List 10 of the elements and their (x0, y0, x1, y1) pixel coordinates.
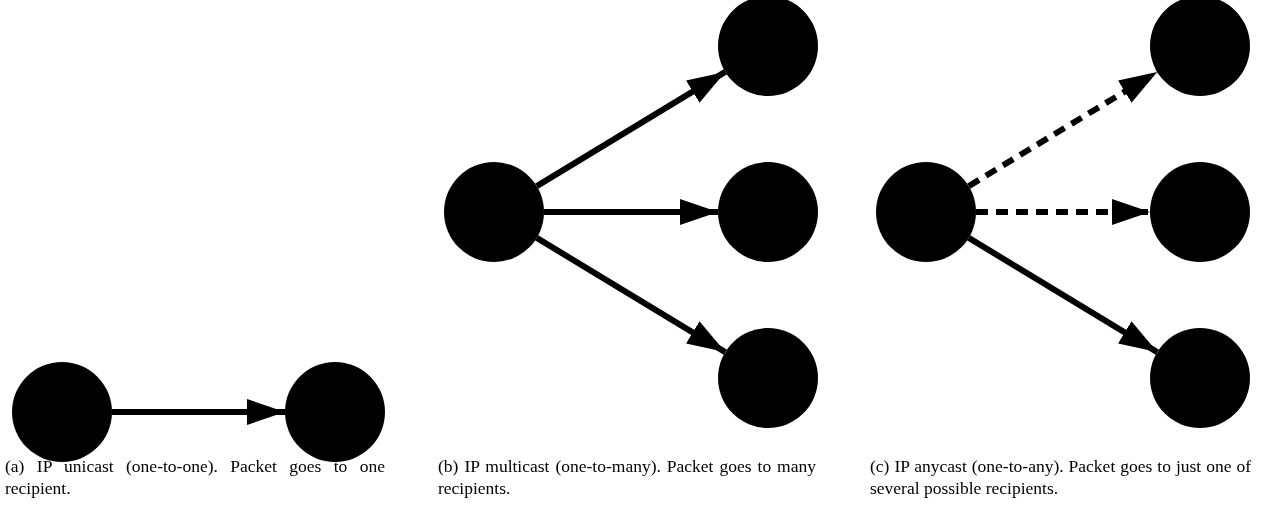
arrow (112, 399, 285, 425)
arrow (967, 69, 1159, 189)
arrow (544, 199, 718, 225)
caption: (a) IP unicast (one-to-one). Packet goes to one recipient. (5, 455, 385, 499)
arrow (535, 235, 727, 355)
arrow (535, 69, 727, 189)
caption: (b) IP multicast (one-to-many). Packet goes to many recipients. (438, 455, 816, 499)
arrow (967, 235, 1159, 355)
arrow (976, 199, 1150, 225)
caption: (c) IP anycast (one-to-any). Packet goes to just one of several possible recipients. (870, 455, 1251, 499)
